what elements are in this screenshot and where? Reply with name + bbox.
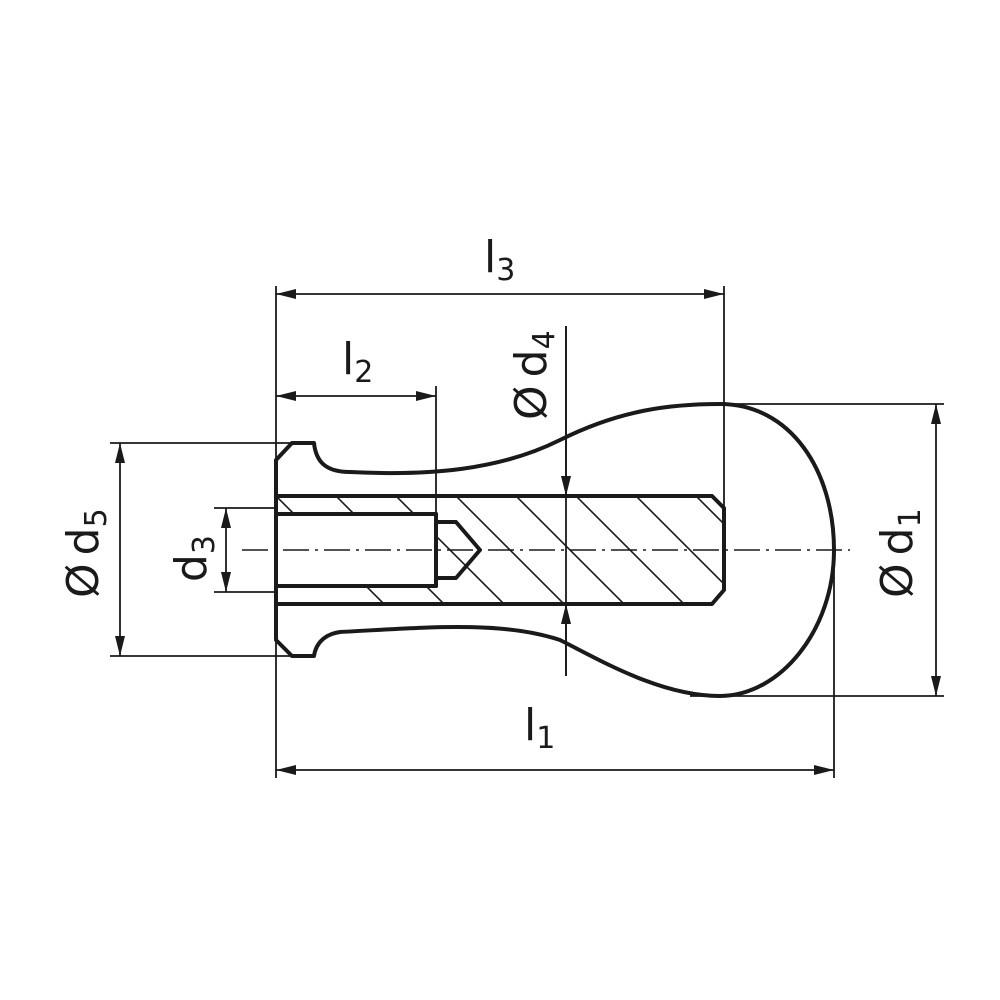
dimension-lines bbox=[115, 289, 941, 775]
label-d4: Ød4 bbox=[506, 330, 562, 420]
label-l1: l1 bbox=[524, 700, 555, 756]
label-d1: Ød1 bbox=[872, 508, 928, 598]
label-l2: l2 bbox=[342, 334, 373, 390]
section-hatching bbox=[276, 496, 724, 604]
label-l3: l3 bbox=[484, 232, 515, 288]
label-d3: d3 bbox=[166, 535, 222, 582]
label-d5: Ød5 bbox=[58, 508, 114, 598]
